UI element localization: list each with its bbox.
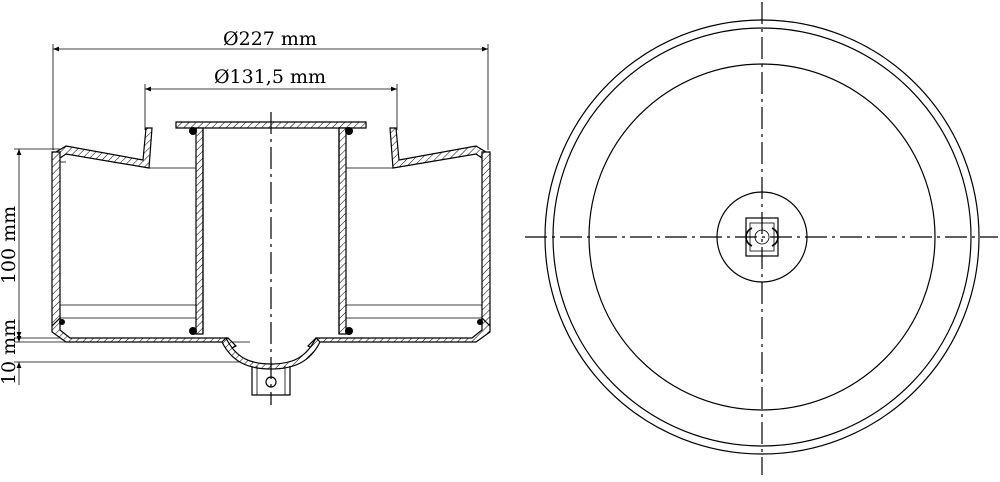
inner-guide-lines: [60, 161, 482, 319]
inner-tube: [195, 127, 347, 335]
top-view: [525, 2, 998, 475]
welds: [59, 127, 483, 335]
dimension-outer-diameter: Ø227 mm: [52, 28, 489, 150]
bottom-offset-label: 10 mm: [0, 319, 20, 385]
dimension-inner-diameter: Ø131,5 mm: [144, 66, 398, 130]
inner-diameter-label: Ø131,5 mm: [214, 66, 326, 88]
section-view: Ø227 mm Ø131,5 mm 100 mm 10 mm: [0, 28, 491, 405]
outer-shell: [51, 121, 491, 370]
height-label: 100 mm: [0, 206, 20, 284]
dimension-bottom-offset: 10 mm: [0, 319, 250, 385]
outer-diameter-label: Ø227 mm: [223, 28, 317, 50]
dimension-height: 100 mm: [0, 148, 60, 339]
